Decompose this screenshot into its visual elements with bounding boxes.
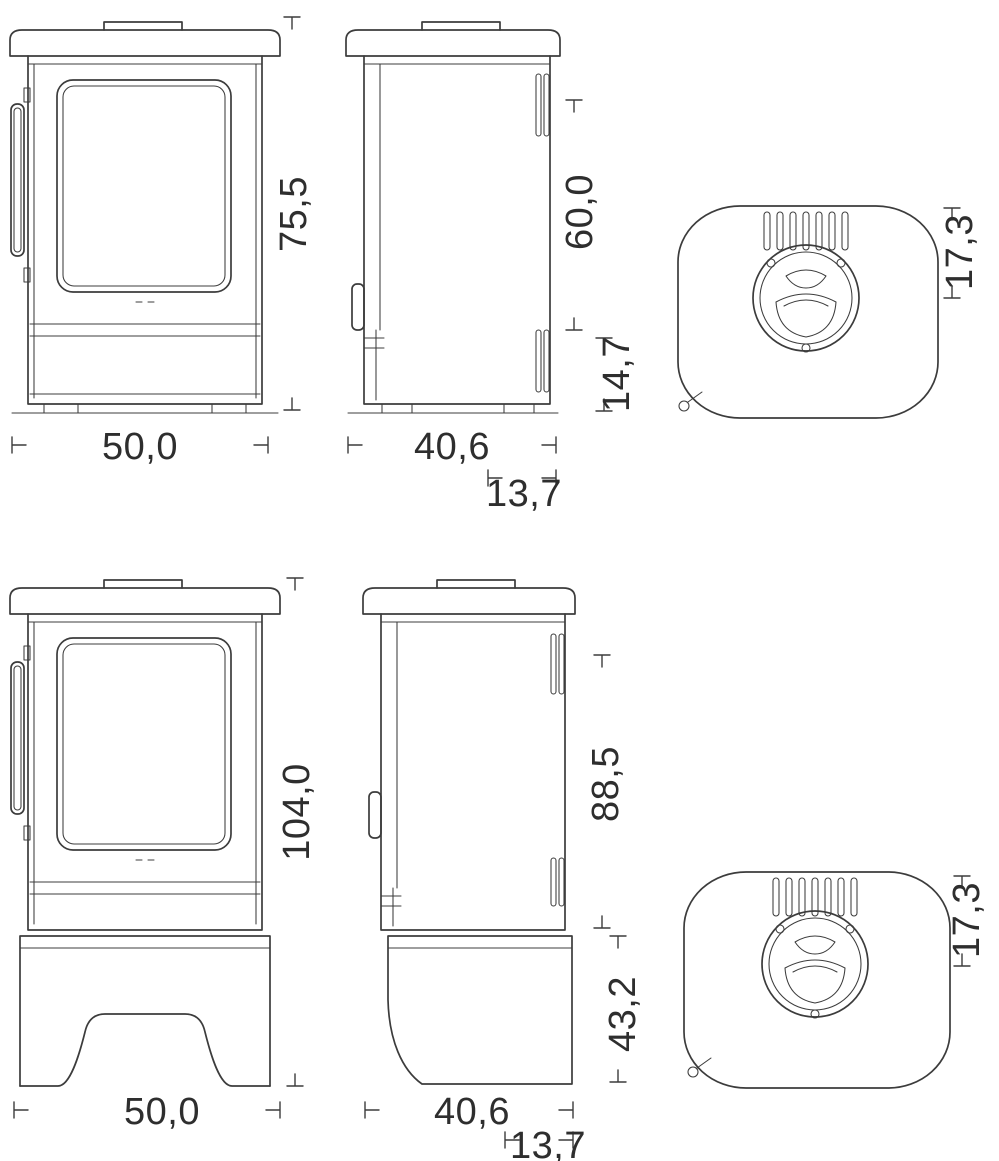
top-view-pedestal [683,871,951,1089]
dimension-ticks-pedestal-front [13,577,304,1119]
pedestal-arch [19,1013,271,1087]
collar-bolt [845,924,855,934]
vent-slot [558,633,565,695]
top-plate [345,29,561,57]
top-view-compact [677,205,939,419]
dim-pedestal-top-flue-distance: 17,3 [946,882,988,958]
collar-bolt [801,343,811,353]
dim-compact-side-flue-offset: 13,7 [486,473,562,515]
door-handle [10,661,25,815]
door-handle [10,103,25,257]
door-window [56,79,232,293]
body-outline [380,613,566,931]
door-handle [351,283,365,331]
dim-compact-side-lower-height: 14,7 [596,336,638,412]
vent-slot [558,857,565,907]
hinge-top [23,87,31,103]
collar-bolt [836,258,846,268]
dim-pedestal-side-lower-height: 43,2 [602,976,644,1052]
dim-pedestal-side-flue-offset: 13,7 [510,1125,586,1161]
side-view-compact [345,21,561,414]
collar-bolt [775,924,785,934]
flue-stub [421,21,501,31]
damper-plate [794,935,836,955]
dim-pedestal-front-width: 50,0 [124,1091,200,1133]
vent-slot [543,329,550,393]
foot-right [503,403,535,414]
flue-stub [103,579,183,589]
foot-right [211,403,247,414]
dim-compact-front-width: 50,0 [102,426,178,468]
dim-pedestal-front-height: 104,0 [276,763,318,861]
foot-left [381,403,413,414]
side-view-pedestal [362,579,576,1085]
vent-slot [550,857,557,907]
dim-compact-top-flue-distance: 17,3 [939,214,981,290]
pedestal-outline [19,935,271,1087]
pedestal-outline [387,935,573,1085]
dim-compact-side-upper-height: 60,0 [559,174,601,250]
door-window [56,637,232,851]
collar-bolt [810,1009,820,1019]
vent-grille [772,877,858,917]
flue-stub [436,579,516,589]
hinge-bottom [23,267,31,283]
dimension-ticks-compact-side [347,99,613,487]
vent-grille [763,211,849,251]
door-handle-knob [678,400,690,412]
body-outline [27,613,263,931]
front-view-compact [9,21,281,414]
dimension-ticks-compact-top [943,207,961,299]
dim-compact-front-height: 75,5 [273,176,315,252]
vent-slot [550,633,557,695]
dim-pedestal-side-depth: 40,6 [434,1091,510,1133]
flue-collar [752,244,860,352]
body-outline [363,55,551,405]
door-handle [368,791,382,839]
flue-collar [761,910,869,1018]
dim-pedestal-side-upper-height: 88,5 [585,746,627,822]
vent-slot [535,329,542,393]
damper-plate [785,269,827,289]
foot-left [43,403,79,414]
vent-slot [543,73,550,137]
top-plate [9,29,281,57]
front-view-pedestal [9,579,281,1087]
hinge-top [23,645,31,661]
dim-compact-side-depth: 40,6 [414,426,490,468]
damper-opening [775,293,837,338]
flue-stub [103,21,183,31]
dimension-ticks-pedestal-top [953,875,971,967]
collar-bolt [766,258,776,268]
top-plate [362,587,576,615]
top-plate-outline [677,205,939,419]
dimension-ticks-pedestal-side [364,654,627,1149]
vent-slot [535,73,542,137]
hinge-bottom [23,825,31,841]
damper-opening [784,959,846,1004]
top-plate [9,587,281,615]
dimension-ticks-compact-front [11,16,301,454]
door-handle-knob [687,1066,699,1078]
top-plate-outline [683,871,951,1089]
